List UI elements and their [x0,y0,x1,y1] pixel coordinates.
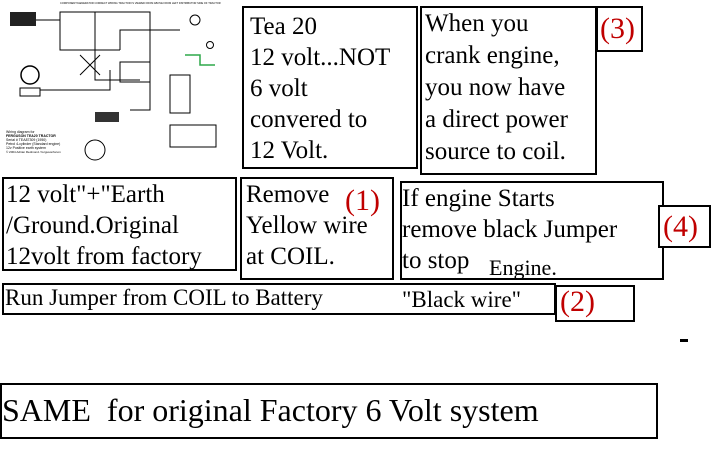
tea20-note-box [242,6,418,169]
diagram-header: COMPONENT/GENERATOR CORRECT WIRING TRACT… [60,1,221,5]
same-note: SAME for original Factory 6 Volt system [2,392,539,428]
marker-3-box [596,6,643,52]
coil-shape [19,87,41,97]
earth-note: 12 volt"+"Earth /Ground.Original 12volt … [6,181,202,270]
same-note-box [0,383,658,439]
engine-starts-note: If engine Starts remove black Jumper to … [402,185,618,274]
remove-yellow-box [240,177,394,280]
marker-2-box [555,285,635,322]
distributor-shape [20,65,40,85]
remove-yellow-note: Remove Yellow wire at COIL. [246,181,368,270]
gauge-shape [84,139,106,161]
diagram-caption-3: Serial # TEA87309 (1950) [6,138,46,142]
battery-shape [169,124,217,148]
horn-shape [189,14,201,26]
marker-2: (2) [560,285,595,318]
switch-box-shape [119,61,151,83]
diagram-caption-1: Wiring diagram for [6,130,35,134]
tea20-note: Tea 20 12 volt...NOT 6 volt convered to … [250,13,391,164]
crank-note: When you crank engine, you now have a di… [425,10,568,165]
starter-shape [95,112,119,122]
diagram-caption-4: Petrol 4-cylinder (Standard engine) [6,142,60,146]
wire-lines [36,11,180,111]
lamp-shape [206,41,214,49]
crank-note-box [420,6,597,175]
marker-1: (1) [345,184,380,217]
diagram-caption-2: FERGUSON TEA20 TRACTOR [6,134,56,138]
wiring-diagram: COMPONENT/GENERATOR CORRECT WIRING TRACT… [6,1,221,161]
marker-3: (3) [600,12,635,45]
jumper-note-part1: Run Jumper from COIL to Battery [5,285,323,310]
generator-shape [10,12,36,26]
marker-4-box [658,205,711,248]
jumper-note-box [2,283,556,315]
engine-starts-box [400,181,664,280]
marker-4: (4) [663,210,698,243]
fuse-box-shape [169,74,191,114]
green-wire [185,54,215,66]
jumper-note-part2: "Black wire" [402,287,522,312]
diagram-caption-5: 12v Positive earth system [6,146,46,150]
earth-note-box [2,177,237,271]
diagram-caption-6: © 2004 Adrian Redmond / fergusonforum [6,150,61,154]
stray-dash [680,339,688,342]
engine-word: Engine. [489,255,557,280]
